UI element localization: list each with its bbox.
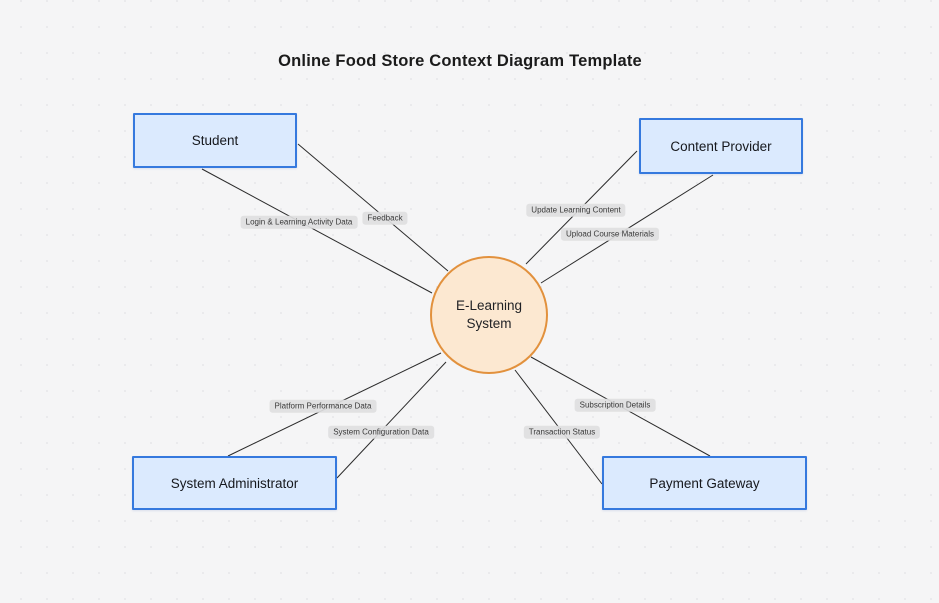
flow-line-system-admin-system-configuration[interactable]: [336, 361, 447, 479]
diagram-title: Online Food Store Context Diagram Templa…: [278, 52, 642, 70]
flow-line-student-login-activity[interactable]: [201, 168, 433, 294]
entity-system-administrator[interactable]: System Administrator: [132, 456, 337, 510]
entity-system-administrator-label: System Administrator: [170, 475, 299, 491]
process-elearning-system-label: E-Learning System: [455, 297, 523, 331]
flow-line-student-feedback[interactable]: [297, 143, 449, 272]
entity-student[interactable]: Student: [133, 113, 297, 168]
flow-label-feedback[interactable]: Feedback: [362, 211, 408, 225]
flow-label-upload-course-materials[interactable]: Upload Course Materials: [560, 227, 660, 241]
flow-label-system-configuration-data[interactable]: System Configuration Data: [328, 425, 434, 439]
entity-payment-gateway[interactable]: Payment Gateway: [602, 456, 807, 510]
flow-label-transaction-status[interactable]: Transaction Status: [523, 425, 601, 439]
flow-label-subscription-details[interactable]: Subscription Details: [574, 398, 656, 412]
process-elearning-system[interactable]: E-Learning System: [430, 256, 548, 374]
entity-content-provider-label: Content Provider: [670, 138, 772, 154]
entity-student-label: Student: [191, 133, 239, 148]
flow-label-platform-performance-data[interactable]: Platform Performance Data: [269, 399, 377, 413]
flow-label-login-activity-data[interactable]: Login & Learning Activity Data: [240, 215, 358, 229]
entity-payment-gateway-label: Payment Gateway: [649, 475, 760, 491]
flow-label-update-learning-content[interactable]: Update Learning Content: [526, 203, 626, 217]
entity-content-provider[interactable]: Content Provider: [639, 118, 803, 174]
